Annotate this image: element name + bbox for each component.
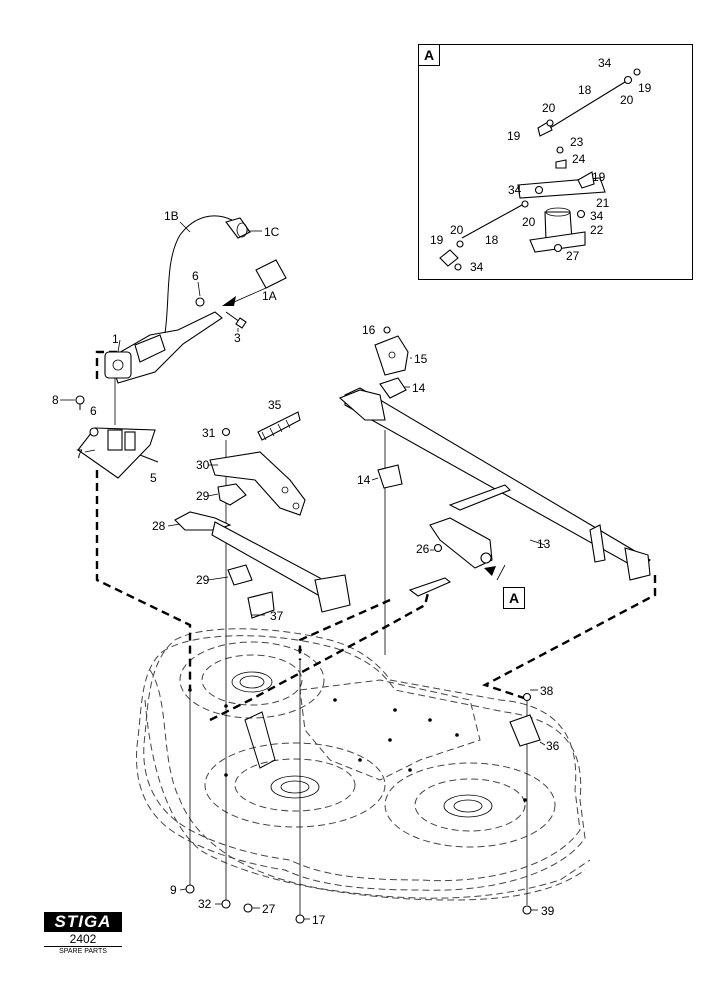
actuator-bracket [75,297,247,479]
label-18-upper: 18 [578,83,592,97]
label-20-mid-center: 20 [522,215,536,229]
label-27-bottom: 27 [262,902,276,916]
label-1: 1 [112,332,119,346]
label-19-lower-left: 19 [430,233,444,247]
spare-parts-caption: SPARE PARTS [44,946,122,956]
mower-deck [136,628,591,901]
label-23: 23 [570,135,584,149]
label-30: 30 [196,458,210,472]
label-28: 28 [152,519,166,533]
label-34-upper: 34 [598,56,612,70]
label-20-upper-right: 20 [620,93,634,107]
lift-shaft-assembly [338,326,651,747]
label-35: 35 [268,398,282,412]
label-31: 31 [202,426,216,440]
label-21: 21 [596,196,610,210]
label-13: 13 [537,537,551,551]
label-15: 15 [414,352,428,366]
label-22: 22 [590,223,604,237]
label-34-lower: 34 [470,260,484,274]
label-6-upper: 6 [192,269,199,283]
label-1b: 1B [164,209,179,223]
label-1a: 1A [262,289,277,303]
label-34-mid-right: 34 [590,209,604,223]
label-20-lower-left: 20 [450,223,464,237]
label-17: 17 [312,913,326,927]
label-38: 38 [540,684,554,698]
label-24: 24 [572,152,586,166]
inset-callout: A [418,44,440,66]
inset-detail-frame [418,44,693,280]
label-32: 32 [198,897,212,911]
label-14-upper: 14 [412,381,426,395]
label-19-upper-right: 19 [638,81,652,95]
label-18-lower: 18 [485,233,499,247]
leader-lines [60,221,546,920]
label-37: 37 [270,609,284,623]
diagram-number: 2402 [69,932,97,946]
main-callout: A [503,587,525,609]
label-39: 39 [541,904,555,918]
brand-logo: STIGA 2402 SPARE PARTS [44,912,122,960]
label-7: 7 [76,447,83,461]
lift-arm-assembly [174,411,351,619]
label-16: 16 [362,323,376,337]
label-36: 36 [546,739,560,753]
label-1c: 1C [264,225,280,239]
label-27-inset: 27 [566,249,580,263]
label-19-mid-right: 19 [592,170,606,184]
electric-actuator [104,215,287,384]
label-9: 9 [170,883,177,897]
bottom-fasteners [185,884,532,924]
part-labels: 1 1A 1B 1C 3 5 6 6 7 8 9 13 14 14 15 16 … [52,56,652,927]
label-14-lower: 14 [357,473,371,487]
label-29-lower: 29 [196,573,210,587]
label-26: 26 [416,542,430,556]
label-19-mid-left: 19 [507,129,521,143]
brand-name: STIGA [44,912,122,932]
label-29-upper: 29 [196,489,210,503]
label-5: 5 [150,471,157,485]
label-3: 3 [234,331,241,345]
label-20-mid-left: 20 [542,101,556,115]
label-6-lower: 6 [90,404,97,418]
label-34-mid-left: 34 [508,183,522,197]
inset-linkage [439,68,641,271]
label-8: 8 [52,393,59,407]
